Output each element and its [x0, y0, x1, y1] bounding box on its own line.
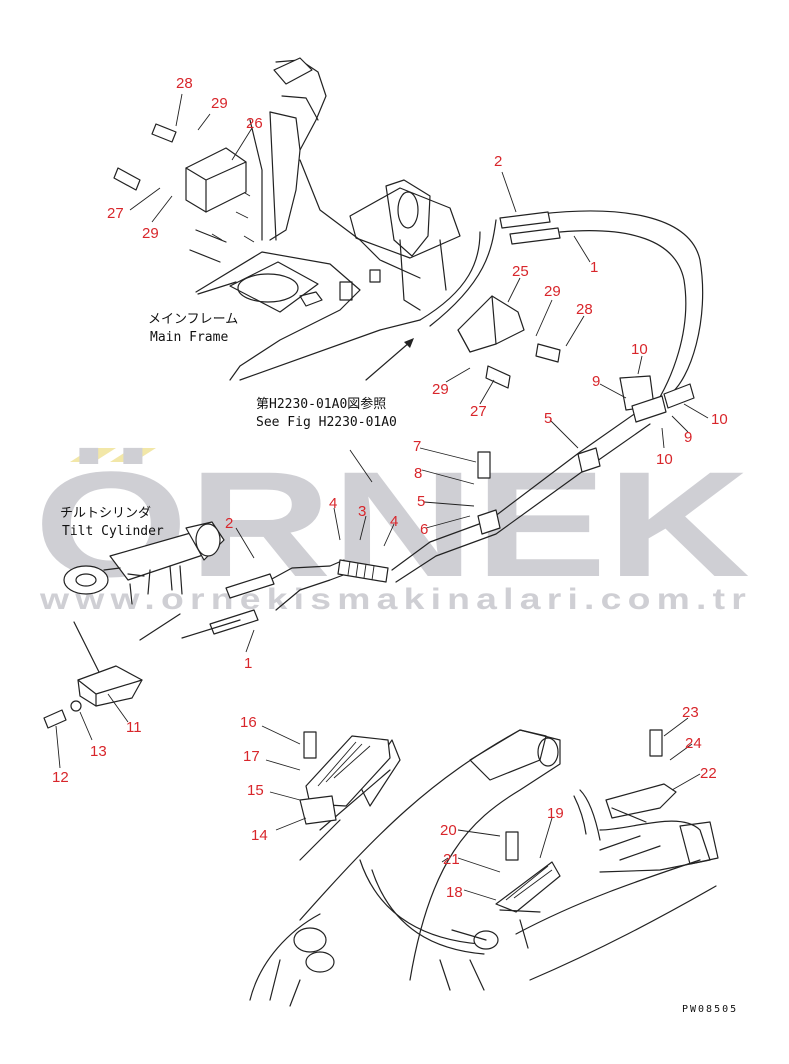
- part-number: 5: [544, 410, 552, 427]
- hose-assembly-drawing: [43, 210, 704, 729]
- see-fig-label-jp: 第H2230-01A0図参照: [256, 396, 386, 412]
- watermark-brand: ÖRNEK: [34, 440, 750, 608]
- part-number: 1: [590, 259, 598, 276]
- watermark-url: www.ornekismakinalari.com.tr: [39, 583, 752, 616]
- part-number: 19: [547, 805, 564, 822]
- part-number: 27: [107, 205, 124, 222]
- part-number: 7: [413, 438, 421, 455]
- main-frame-label-jp: メインフレーム: [148, 312, 238, 327]
- part-number: 1: [244, 655, 252, 672]
- part-number: 2: [225, 515, 233, 532]
- part-number: 15: [247, 782, 264, 799]
- watermark-accent-left: [70, 448, 116, 462]
- watermark: ÖRNEK www.ornekismakinalari.com.tr: [34, 440, 752, 616]
- part-number-labels: 28 29 26 27 29 2 1 25 29 28 10 9 10 9 10…: [52, 75, 728, 901]
- part-number: 14: [251, 827, 268, 844]
- part-number: 10: [711, 411, 728, 428]
- part-number: 9: [592, 373, 600, 390]
- tilt-cylinder-label-jp: チルトシリンダ: [60, 506, 151, 521]
- tilt-cylinder-label-en: Tilt Cylinder: [62, 524, 164, 539]
- part-number: 28: [576, 301, 593, 318]
- part-number: 26: [246, 115, 263, 132]
- main-frame-drawing: [185, 57, 525, 381]
- part-number: 29: [142, 225, 159, 242]
- part-number: 4: [390, 513, 398, 530]
- part-number: 20: [440, 822, 457, 839]
- part-number: 29: [432, 381, 449, 398]
- part-number: 5: [417, 493, 425, 510]
- part-number: 17: [243, 748, 260, 765]
- leader-lines: [55, 93, 709, 901]
- part-number: 2: [494, 153, 502, 170]
- captions: メインフレーム Main Frame 第H2230-01A0図参照 See Fi…: [60, 312, 738, 1015]
- part-number: 6: [420, 521, 428, 538]
- part-number: 27: [470, 403, 487, 420]
- watermark-accent-right: [110, 448, 156, 462]
- part-number: 3: [358, 503, 366, 520]
- part-number: 29: [544, 283, 561, 300]
- main-frame-label-en: Main Frame: [150, 330, 228, 345]
- part-number: 4: [329, 495, 337, 512]
- part-number: 13: [90, 743, 107, 760]
- part-number: 24: [685, 735, 702, 752]
- part-number: 10: [631, 341, 648, 358]
- part-number: 10: [656, 451, 673, 468]
- part-number: 28: [176, 75, 193, 92]
- part-number: 25: [512, 263, 529, 280]
- part-number: 29: [211, 95, 228, 112]
- part-number: 18: [446, 884, 463, 901]
- part-number: 11: [126, 719, 142, 736]
- part-number: 16: [240, 714, 257, 731]
- part-number: 12: [52, 769, 69, 786]
- part-number: 9: [684, 429, 692, 446]
- part-number: 22: [700, 765, 717, 782]
- part-number: 23: [682, 704, 699, 721]
- see-fig-label-en: See Fig H2230-01A0: [256, 415, 397, 430]
- part-number: 8: [414, 465, 422, 482]
- boom-drawing: [113, 123, 719, 1007]
- drawing-code: PW08505: [682, 1004, 738, 1015]
- part-number: 21: [443, 851, 460, 868]
